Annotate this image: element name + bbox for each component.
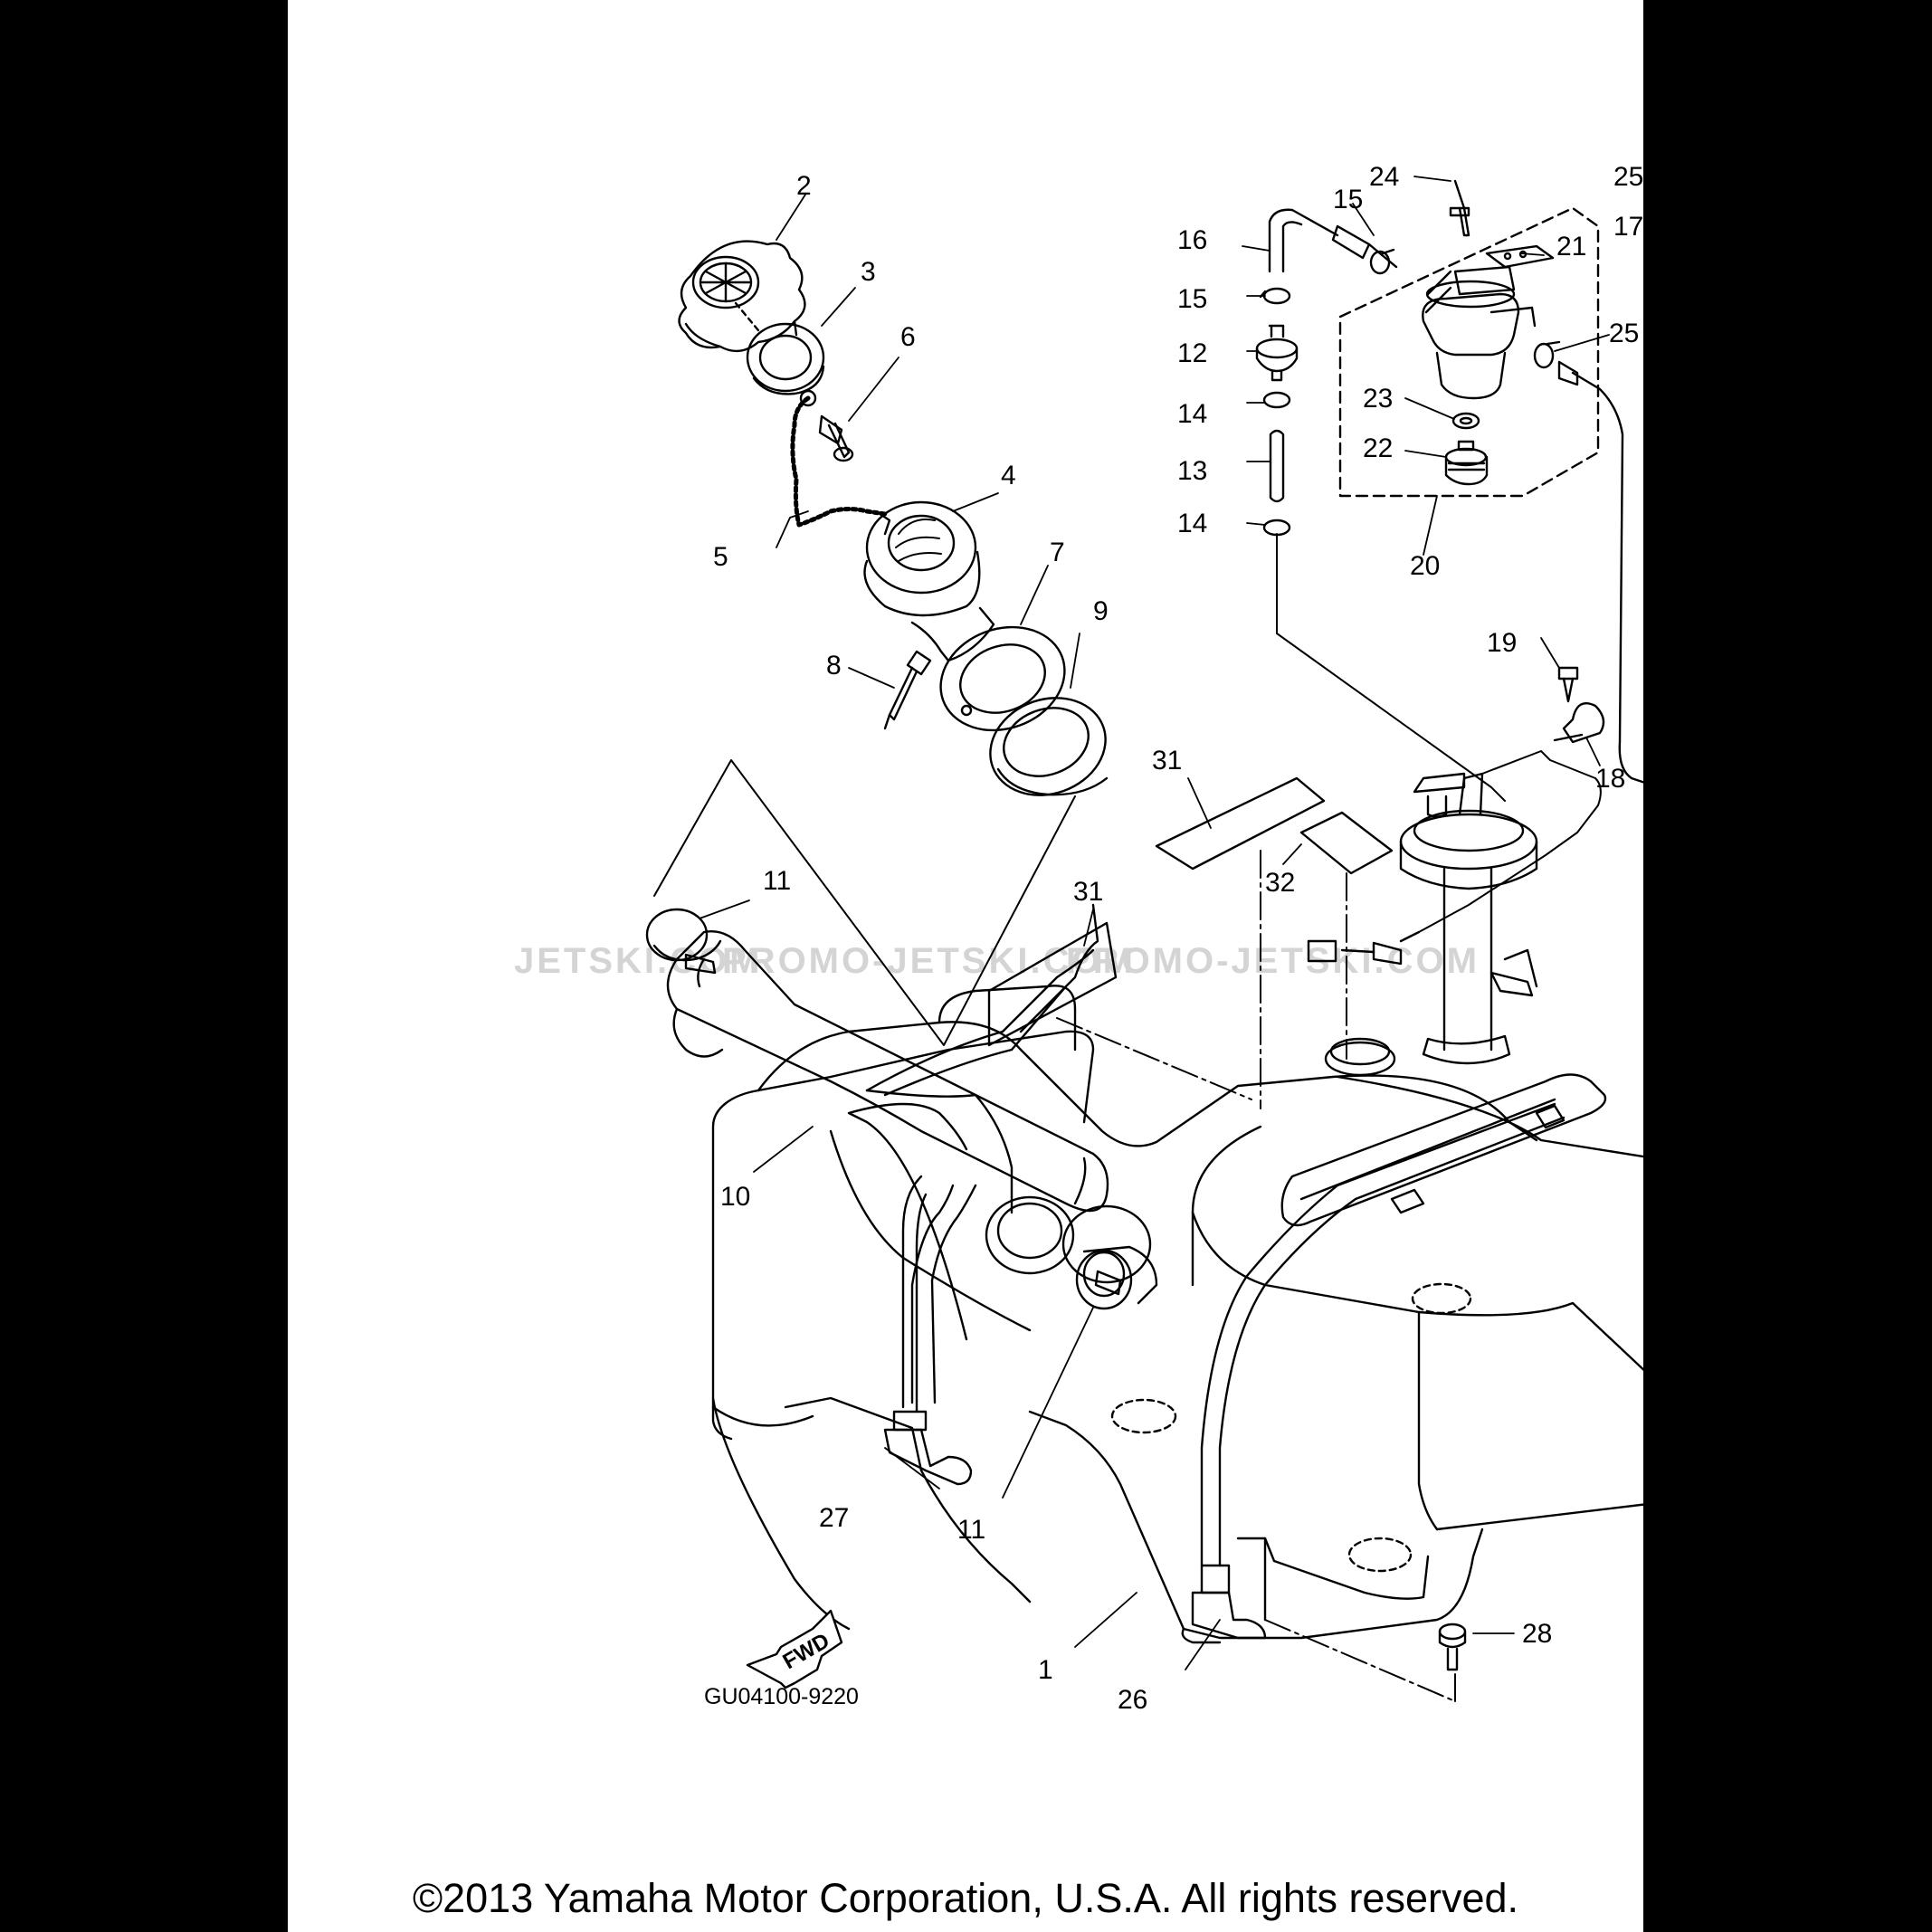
bolt-8 bbox=[885, 652, 930, 728]
clamp-14-upper bbox=[1264, 393, 1290, 407]
callout-12: 12 bbox=[1177, 338, 1207, 368]
label-32 bbox=[1301, 813, 1392, 873]
hose-13 bbox=[1271, 431, 1283, 501]
callout-23: 23 bbox=[1363, 384, 1393, 414]
callout-21: 21 bbox=[1556, 232, 1586, 262]
seal-9 bbox=[976, 682, 1119, 811]
callout-15-lower: 15 bbox=[1177, 284, 1207, 314]
gasket-7 bbox=[926, 610, 1079, 747]
screw-6 bbox=[820, 416, 852, 461]
callout-18: 18 bbox=[1595, 764, 1625, 794]
hose-16 bbox=[1270, 210, 1396, 271]
fuel-pump-assembly bbox=[1340, 181, 1598, 496]
svg-text:PROMO-JETSKI.COM: PROMO-JETSKI.COM bbox=[1066, 941, 1480, 981]
label-31-upper bbox=[1156, 778, 1324, 869]
callout-8: 8 bbox=[826, 651, 842, 680]
filler-cap bbox=[680, 242, 805, 351]
screw-19 bbox=[1559, 668, 1577, 701]
fuel-tank-exploded-diagram: JETSKI.COM PROMO-JETSKI.COM PROMO-JETSKI… bbox=[514, 162, 1643, 1715]
fwd-arrow bbox=[747, 1611, 842, 1688]
callout-14-upper: 14 bbox=[1177, 399, 1207, 429]
callout-31-lower: 31 bbox=[1073, 877, 1103, 907]
callout-25-mid: 25 bbox=[1609, 319, 1639, 348]
callout-19: 19 bbox=[1487, 628, 1517, 658]
tank-strap-right bbox=[1193, 1104, 1564, 1638]
parts-diagram-sheet: JETSKI.COM PROMO-JETSKI.COM PROMO-JETSKI… bbox=[288, 0, 1643, 1932]
callout-16: 16 bbox=[1177, 225, 1207, 255]
copyright-notice: ©2013 Yamaha Motor Corporation, U.S.A. A… bbox=[412, 1875, 1519, 1921]
callout-2: 2 bbox=[796, 171, 812, 201]
callout-24: 24 bbox=[1369, 162, 1399, 192]
clip-18 bbox=[1555, 703, 1604, 742]
svg-text:JETSKI.COM: JETSKI.COM bbox=[514, 941, 762, 981]
callout-15-upper: 15 bbox=[1333, 185, 1363, 214]
callout-9: 9 bbox=[1093, 596, 1109, 626]
callout-25-top: 25 bbox=[1613, 162, 1643, 192]
callout-14-lower: 14 bbox=[1177, 509, 1207, 538]
clamp-15-upper bbox=[1371, 250, 1394, 273]
callout-10: 10 bbox=[720, 1182, 750, 1212]
callout-6: 6 bbox=[900, 322, 916, 352]
callout-13: 13 bbox=[1177, 456, 1207, 486]
callout-5: 5 bbox=[713, 542, 728, 572]
fuel-tank bbox=[713, 985, 1643, 1642]
callout-20: 20 bbox=[1410, 551, 1440, 581]
hose-clamp-11-top bbox=[647, 909, 720, 973]
callout-11-bottom: 11 bbox=[957, 1515, 985, 1545]
callout-3: 3 bbox=[861, 257, 876, 287]
hose-clamp-11-bottom bbox=[1063, 1206, 1150, 1294]
callout-7: 7 bbox=[1050, 538, 1065, 567]
fuel-pickup-tube bbox=[1309, 751, 1601, 1063]
callout-32: 32 bbox=[1265, 868, 1295, 898]
callout-27: 27 bbox=[819, 1503, 849, 1533]
callout-26: 26 bbox=[1118, 1685, 1147, 1715]
callout-1: 1 bbox=[1038, 1655, 1053, 1685]
label-31-lower bbox=[989, 923, 1116, 1045]
gasket-3 bbox=[747, 324, 823, 394]
callout-22: 22 bbox=[1363, 433, 1393, 463]
tether-chain bbox=[793, 391, 890, 534]
callout-28: 28 bbox=[1522, 1619, 1552, 1649]
callout-numbers: 1 2 3 4 5 6 7 8 9 10 11 11 12 13 14 14 1… bbox=[713, 162, 1643, 1715]
bolt-28 bbox=[1440, 1624, 1465, 1670]
fuel-filter-12 bbox=[1257, 326, 1297, 380]
vent-hose-17 bbox=[1559, 205, 1643, 793]
callout-4: 4 bbox=[1001, 461, 1016, 490]
filler-hose bbox=[668, 931, 1108, 1211]
callout-17: 17 bbox=[1613, 212, 1643, 242]
tank-strap-left bbox=[849, 905, 1098, 1484]
clamp-14-lower bbox=[1264, 520, 1505, 801]
diagram-code: GU04100-9220 bbox=[704, 1684, 859, 1709]
callout-31-upper: 31 bbox=[1152, 746, 1182, 776]
clamp-25-mid bbox=[1535, 342, 1559, 367]
callout-11-top: 11 bbox=[763, 866, 791, 896]
